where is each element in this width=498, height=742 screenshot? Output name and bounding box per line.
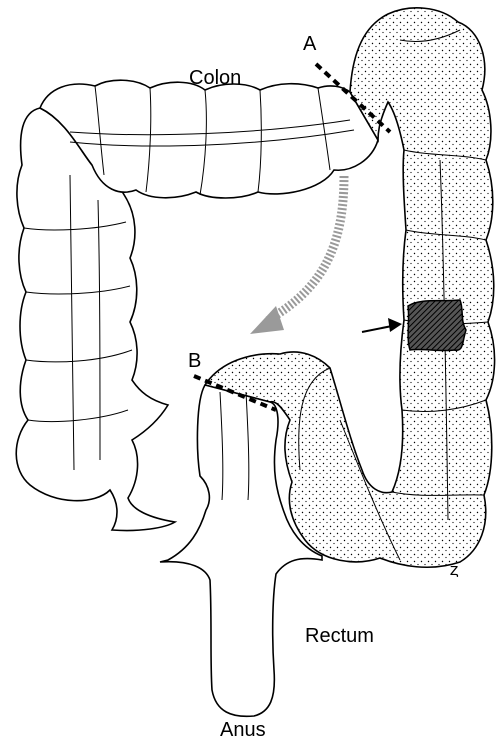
artist-signature: ȥ [450, 560, 459, 580]
anastomosis-arrow [250, 176, 344, 334]
tumor-lesion [408, 300, 466, 351]
tumor-pointer-arrow [362, 318, 402, 332]
label-rectum: Rectum [305, 625, 374, 648]
label-anus: Anus [220, 719, 266, 742]
label-a: A [303, 33, 316, 56]
label-b: B [188, 350, 201, 373]
label-colon: Colon [189, 67, 241, 90]
